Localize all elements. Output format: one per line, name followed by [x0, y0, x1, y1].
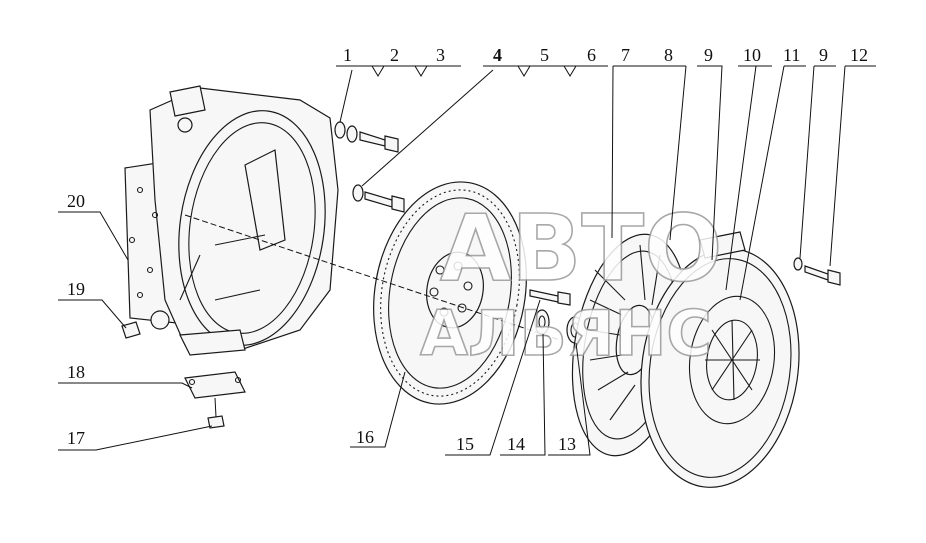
callout-2: 2 — [390, 45, 399, 65]
callout-9a: 9 — [704, 45, 713, 65]
watermark-line2: АЛЬЯНС — [420, 297, 712, 370]
bolt-12 — [804, 265, 841, 286]
callout-6: 6 — [587, 45, 596, 65]
callout-labels: 1 2 3 4 5 6 7 8 9 10 11 9 12 20 19 18 17… — [67, 45, 868, 454]
callout-14: 14 — [507, 434, 525, 454]
cover-bolt — [207, 397, 225, 429]
bearing-spacer — [534, 309, 550, 335]
callout-17: 17 — [67, 428, 85, 448]
callout-11: 11 — [783, 45, 800, 65]
middle-bolt-set — [352, 184, 405, 213]
callout-1: 1 — [343, 45, 352, 65]
callout-18: 18 — [67, 362, 85, 382]
flywheel — [373, 181, 527, 405]
callout-16: 16 — [356, 427, 374, 447]
callout-15: 15 — [456, 434, 474, 454]
sensor — [121, 321, 141, 339]
pilot-bolt — [529, 289, 571, 306]
watermark: АВТО АЛЬЯНС — [419, 194, 723, 371]
flywheel-housing — [124, 85, 339, 356]
callout-9b: 9 — [819, 45, 828, 65]
callout-4: 4 — [493, 45, 502, 65]
watermark-line1: АВТО — [440, 195, 722, 302]
pressure-plate — [640, 231, 800, 488]
callout-10: 10 — [743, 45, 761, 65]
callout-5: 5 — [540, 45, 549, 65]
callout-8: 8 — [664, 45, 673, 65]
callout-20: 20 — [67, 191, 85, 211]
callout-12: 12 — [850, 45, 868, 65]
callout-13: 13 — [558, 434, 576, 454]
callout-7: 7 — [621, 45, 630, 65]
assembly-axis — [184, 214, 561, 341]
leader-lines — [58, 65, 876, 456]
upper-bolt-set — [334, 121, 399, 153]
callout-19: 19 — [67, 279, 85, 299]
callout-3: 3 — [436, 45, 445, 65]
cover-plate — [184, 371, 246, 399]
washer-9 — [793, 257, 803, 271]
